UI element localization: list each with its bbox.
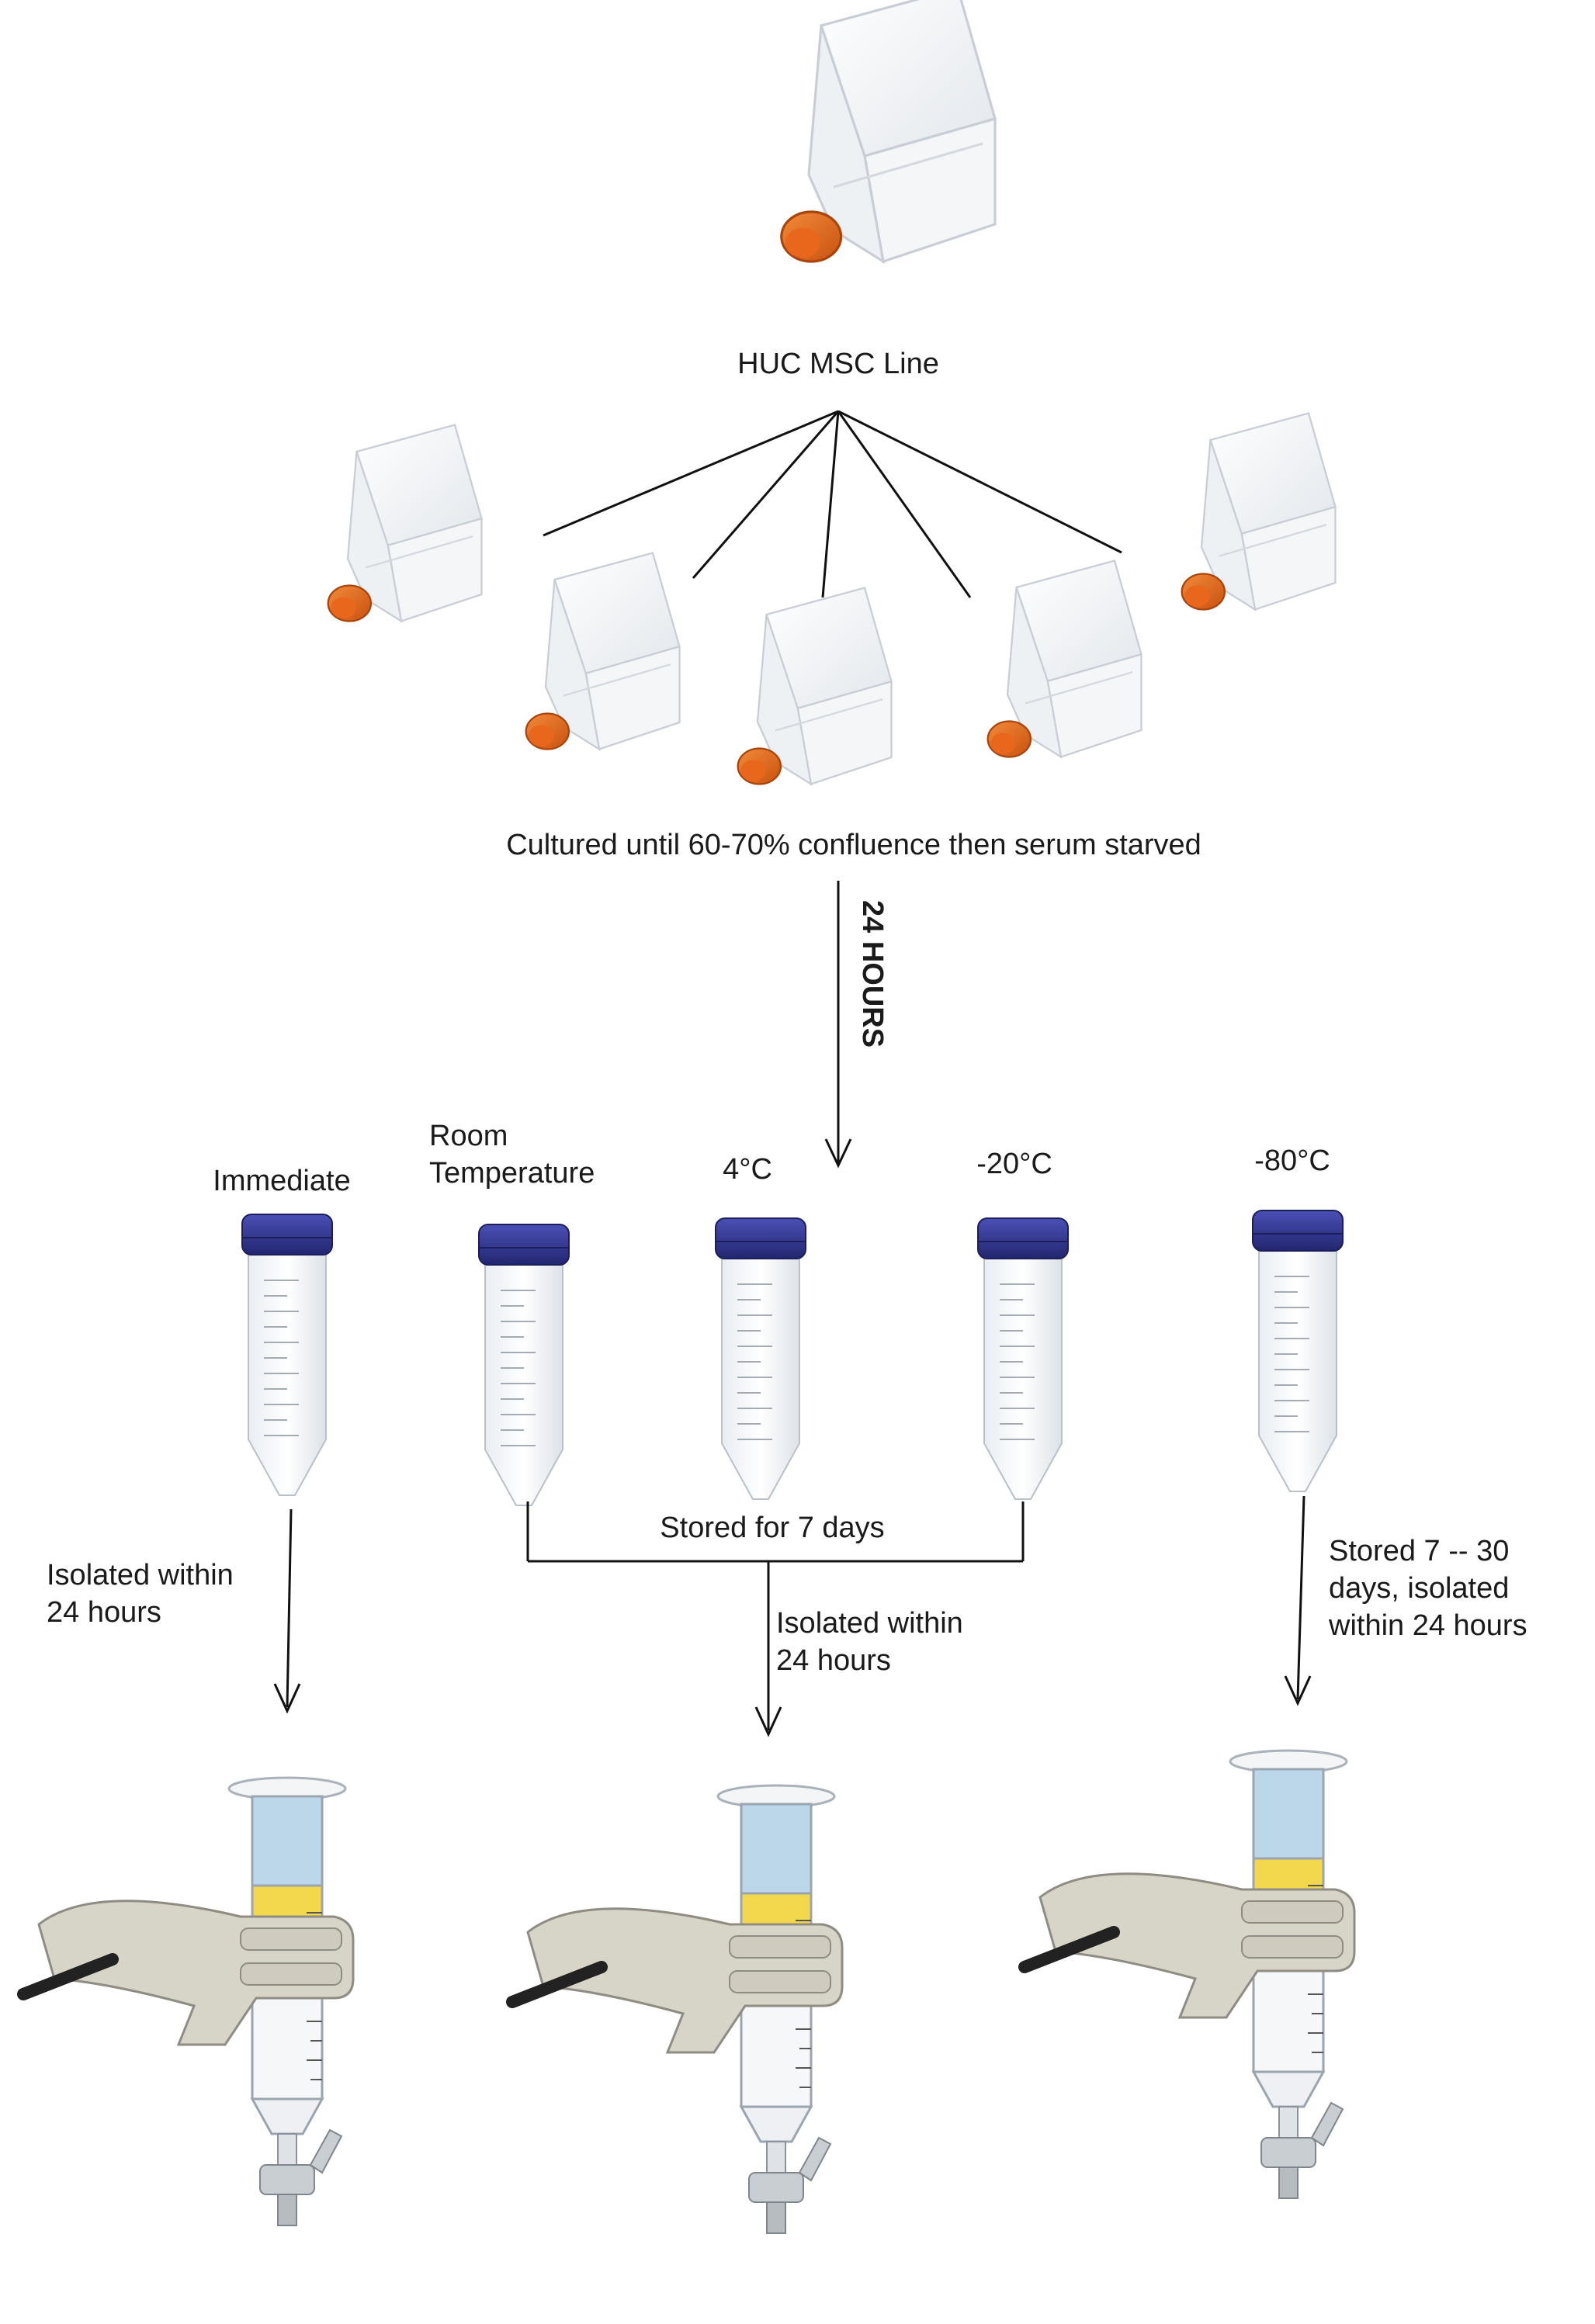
- main-arrow: [824, 881, 852, 1169]
- tube-room-temp: [478, 1224, 570, 1506]
- tube-immediate: [241, 1214, 333, 1496]
- condition-room-temp-label: Room Temperature: [429, 1120, 595, 1190]
- storage-note-label: Stored for 7 days: [660, 1512, 885, 1544]
- flask-5: [1181, 412, 1337, 611]
- arrow-stored: [754, 1561, 782, 1737]
- condition-minus20-label: -20°C: [976, 1148, 1052, 1180]
- tube-minus80: [1252, 1210, 1344, 1492]
- source-label: HUC MSC Line: [737, 348, 939, 380]
- isolation-note-immediate: Isolated within 24 hours: [47, 1559, 234, 1629]
- flask-1: [327, 424, 483, 622]
- isolation-note-minus80: Stored 7 -- 30 days, isolated within 24 …: [1329, 1535, 1527, 1642]
- flask-2: [525, 552, 681, 750]
- flask-3: [737, 587, 893, 785]
- condition-4c-label: 4°C: [723, 1153, 772, 1186]
- condition-immediate-label: Immediate: [213, 1165, 351, 1197]
- duration-label: 24 HOURS: [856, 900, 889, 1048]
- isolation-note-stored: Isolated within 24 hours: [776, 1607, 963, 1677]
- arrow-minus80: [1284, 1495, 1312, 1706]
- tube-minus20: [977, 1217, 1069, 1500]
- isolation-device-2: [512, 1785, 877, 2233]
- isolation-device-3: [1025, 1751, 1389, 2198]
- branch-lines: [543, 410, 1122, 598]
- tube-4c: [715, 1217, 806, 1500]
- flask-source: [780, 0, 997, 263]
- condition-minus80-label: -80°C: [1254, 1145, 1330, 1177]
- storage-bracket: [526, 1501, 1025, 1563]
- arrow-immediate: [273, 1508, 301, 1714]
- culture-label: Cultured until 60-70% confluence then se…: [506, 829, 1201, 861]
- flask-4: [986, 559, 1143, 758]
- isolation-device-1: [23, 1778, 388, 2225]
